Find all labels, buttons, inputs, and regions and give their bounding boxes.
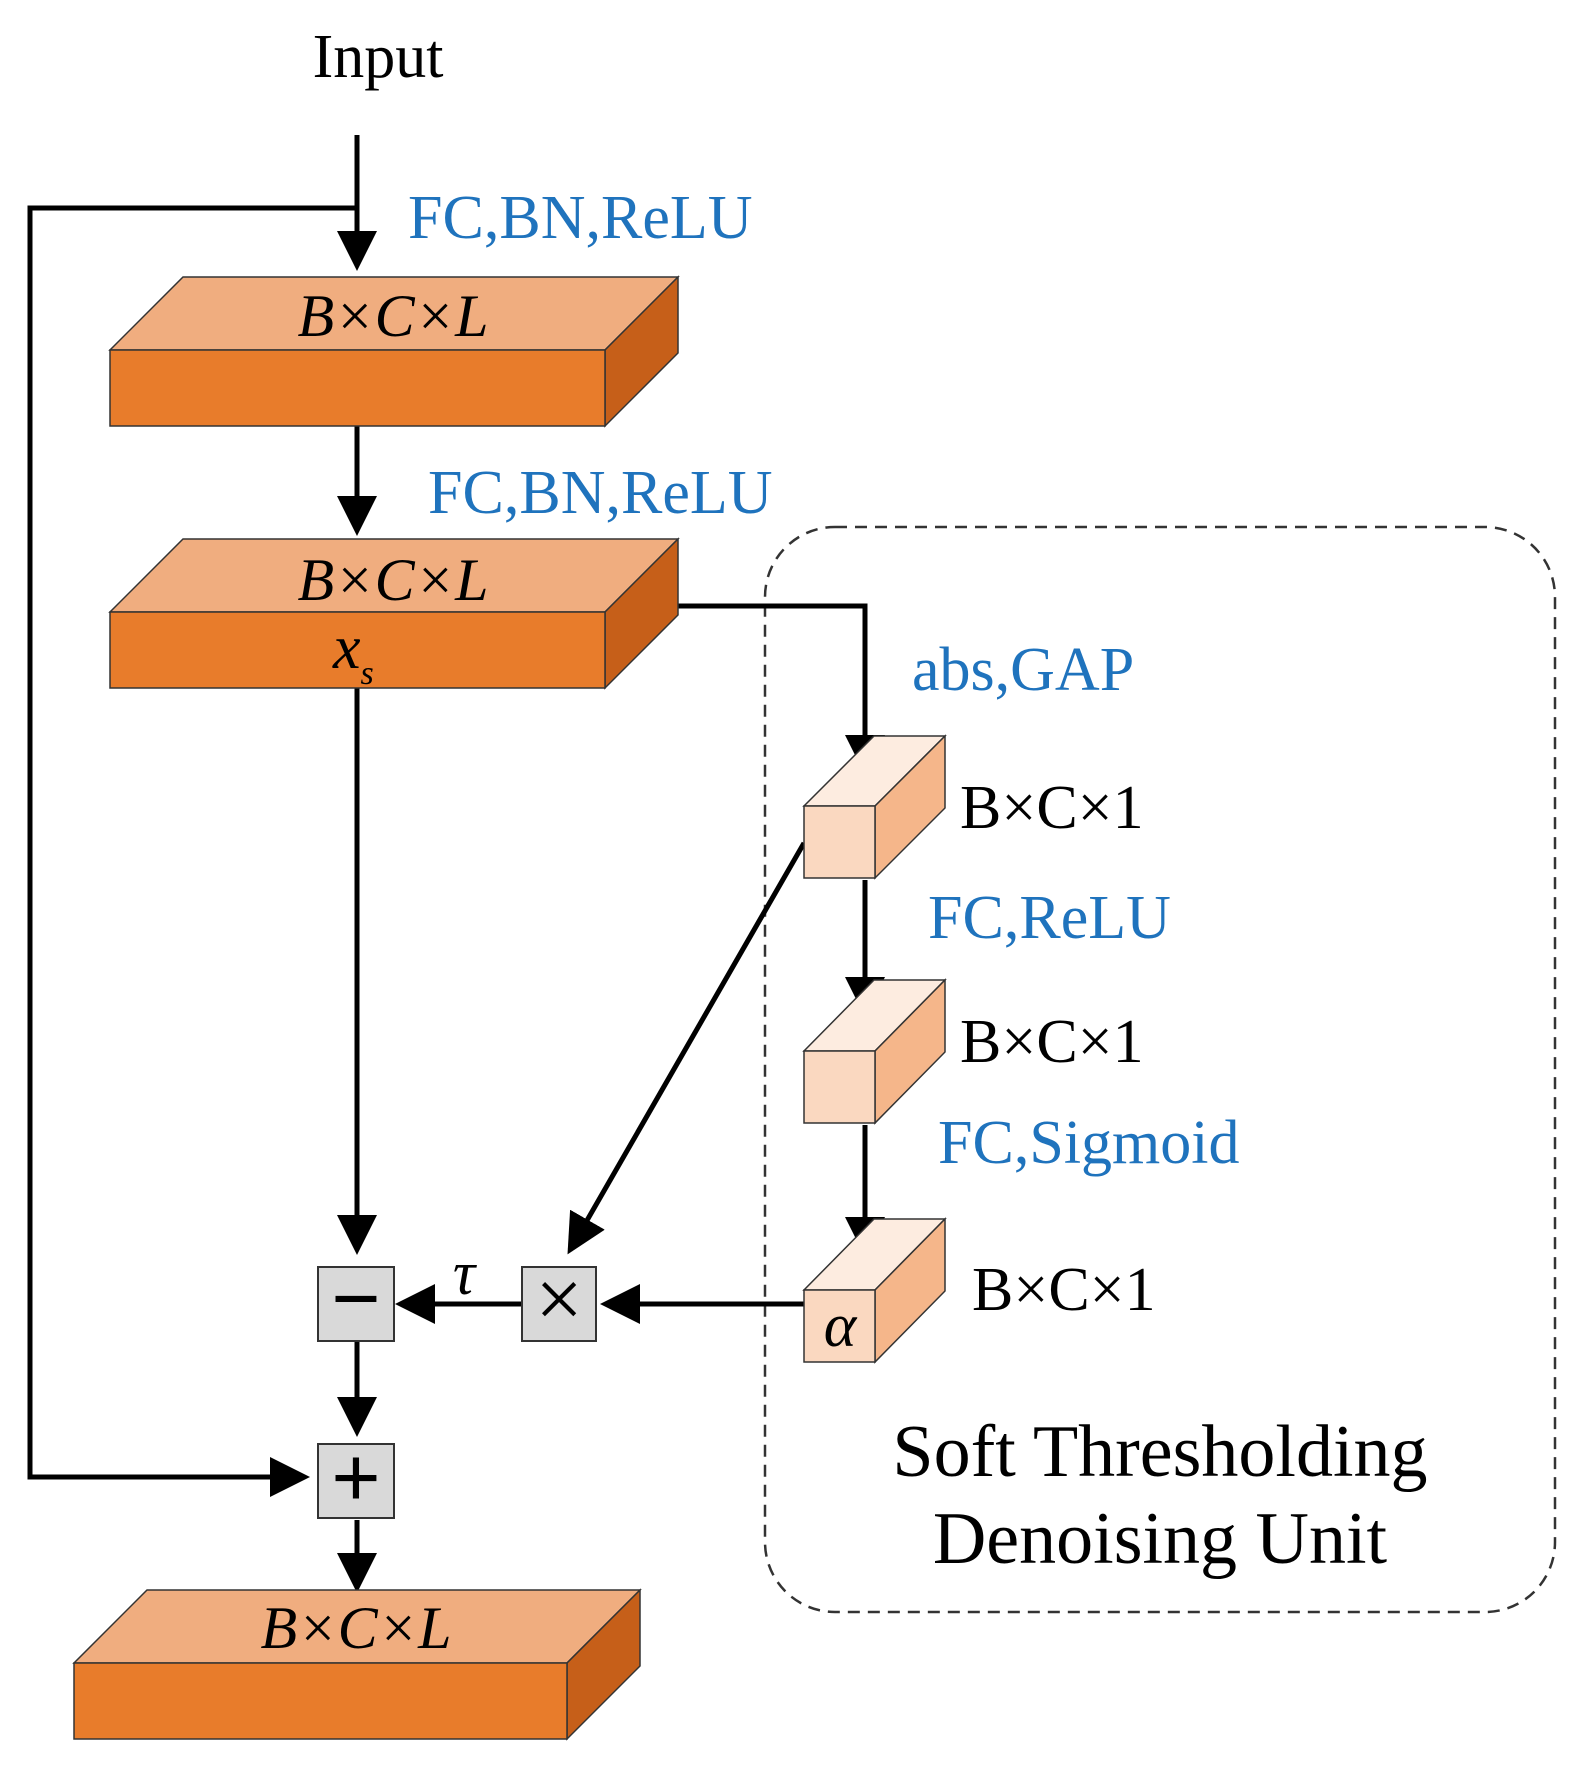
feature-block-2: B×C×L xs [108, 537, 680, 692]
skip-connection [27, 205, 357, 1497]
output-front [73, 1662, 568, 1740]
fc-sigmoid-label: FC,Sigmoid [938, 1109, 1240, 1177]
unit-title-line2: Denoising Unit [933, 1498, 1388, 1580]
feature3-dim-label: B×C×1 [972, 1256, 1156, 1324]
xs-variable-x: x [332, 614, 361, 682]
abs-gap-label: abs,GAP [912, 636, 1134, 704]
unit-title-line1: Soft Thresholding [892, 1411, 1427, 1493]
output-dim-label: B×C×L [260, 1595, 451, 1661]
block2-dim-label: B×C×L [297, 547, 488, 613]
xs-to-feature1-arrow [640, 603, 885, 775]
cube1-front [803, 805, 876, 879]
feature2-dim-label: B×C×1 [960, 1008, 1144, 1076]
add-box [317, 1443, 395, 1519]
multiply-symbol: × [535, 1253, 582, 1346]
feature-cube-alpha: α [802, 1217, 947, 1364]
fc-relu-label: FC,ReLU [928, 884, 1171, 952]
output-block: B×C×L [72, 1588, 642, 1741]
input-label: Input [313, 23, 444, 91]
xs-variable-label: xs [332, 614, 374, 692]
subtract-box [317, 1266, 395, 1342]
feature-cube-2 [802, 978, 947, 1125]
feature1-dim-label: B×C×1 [960, 774, 1144, 842]
soft-thresholding-unit-border [763, 525, 1557, 1614]
block1-dim-label: B×C×L [297, 283, 488, 349]
tau-label: τ [453, 1240, 478, 1308]
add-symbol: + [331, 1430, 381, 1527]
block2-front [109, 611, 606, 689]
subtract-symbol: − [331, 1251, 381, 1348]
layer2-op-label: FC,BN,ReLU [428, 459, 772, 527]
multiply-operator: × [521, 1253, 597, 1346]
cube2-front [803, 1050, 876, 1124]
cube3-front [803, 1289, 876, 1363]
feature1-to-multiply-arrow [567, 841, 807, 1255]
alpha-label: α [824, 1292, 858, 1360]
xs-variable-subscript: s [361, 655, 374, 692]
block1-front [109, 349, 606, 427]
feature-block-1: B×C×L [108, 275, 680, 428]
layer1-op-label: FC,BN,ReLU [408, 184, 752, 252]
multiply-box [521, 1266, 597, 1342]
add-operator: + [317, 1430, 395, 1527]
subtract-operator: − [317, 1251, 395, 1348]
feature-cube-1 [802, 734, 947, 880]
